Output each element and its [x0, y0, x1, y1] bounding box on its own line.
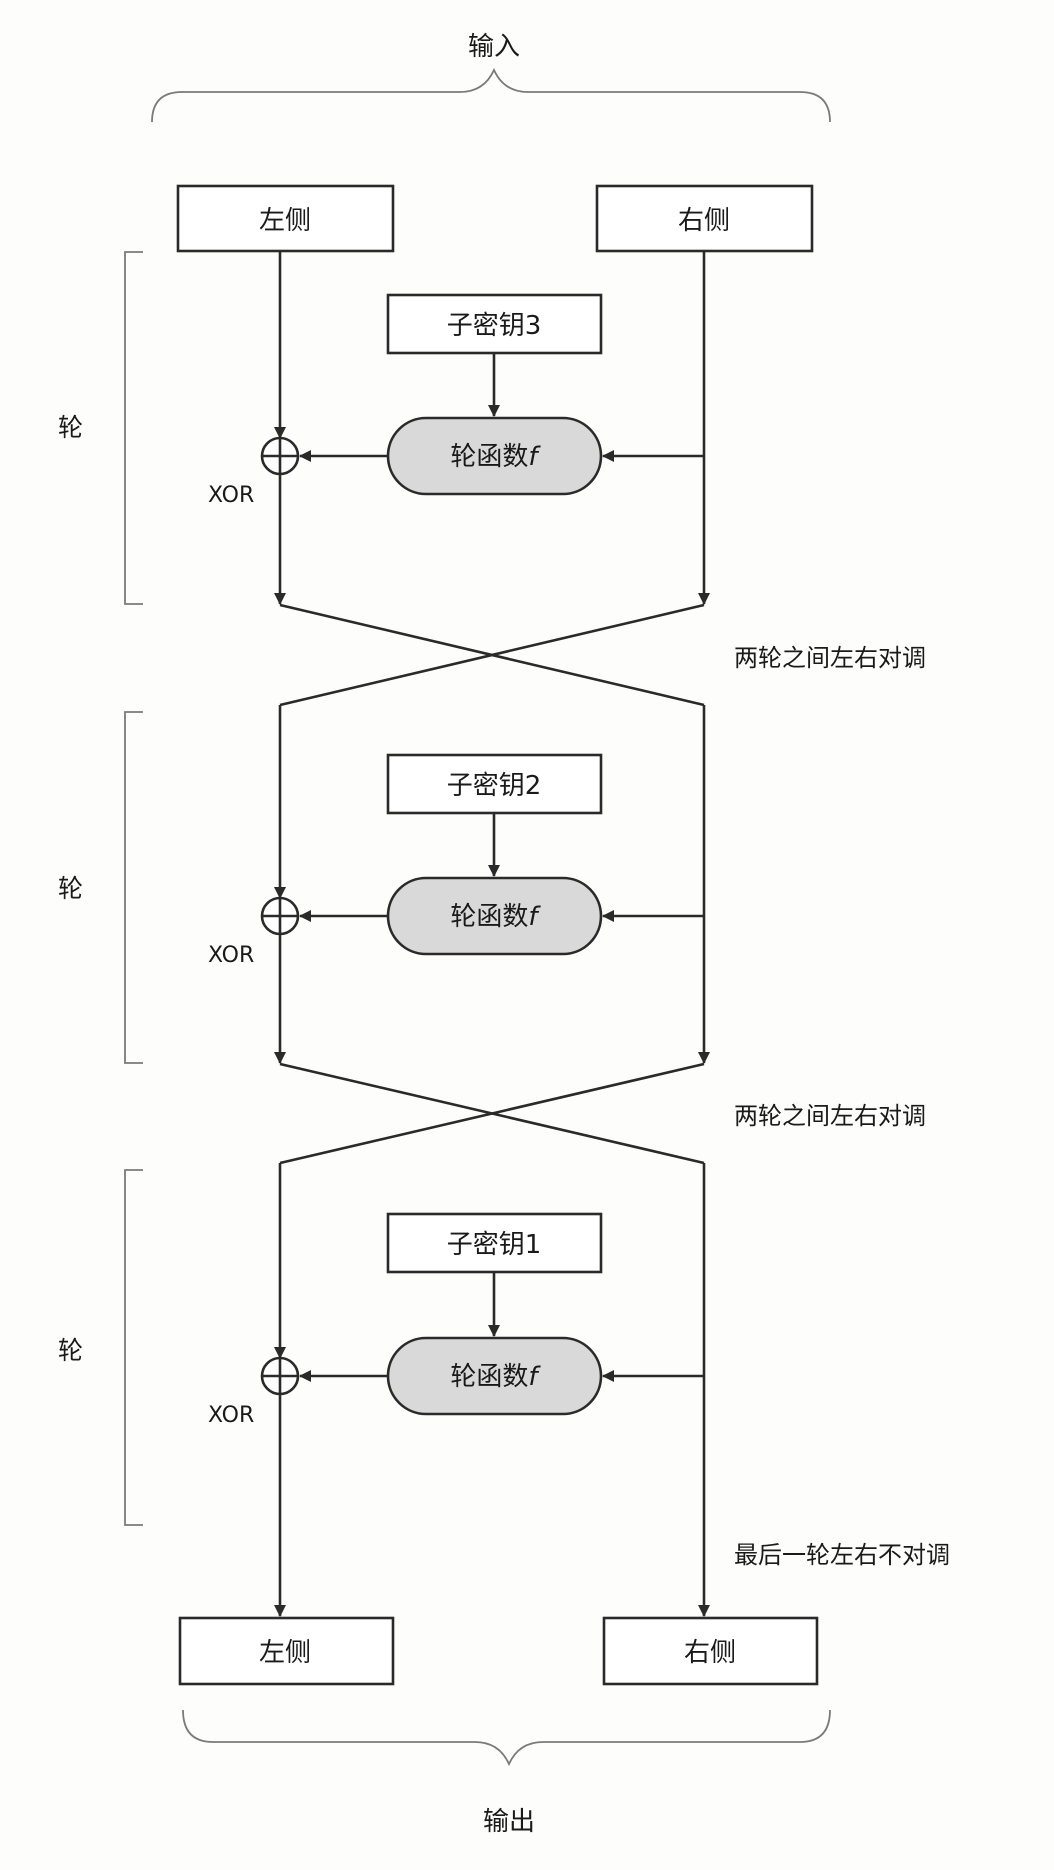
round-2-label: 轮: [58, 874, 83, 903]
round-3-subkey-label: 子密钥1: [447, 1230, 542, 1260]
round-1-function-label: 轮函数f: [450, 442, 541, 472]
output-left-label: 左侧: [259, 1638, 311, 1668]
round-3-xor-label: XOR: [208, 1403, 254, 1428]
input-label: 输入: [468, 32, 520, 62]
round-1-bracket: [124, 251, 143, 605]
input-right-label: 右侧: [678, 206, 730, 236]
input-brace: [151, 67, 831, 123]
input-left-box: [176, 184, 395, 253]
round-2-function-label: 轮函数f: [450, 902, 541, 932]
round-1-label: 轮: [58, 413, 83, 442]
round-3-function-label: 轮函数f: [450, 1362, 541, 1392]
swap-note-2: 两轮之间左右对调: [734, 1102, 926, 1130]
output-right-label: 右侧: [684, 1638, 736, 1668]
swap-1-line-b: [279, 603, 705, 707]
round-1-xor-label: XOR: [208, 483, 254, 508]
final-note: 最后一轮左右不对调: [734, 1541, 950, 1569]
input-right-box: [595, 184, 814, 253]
round-1-subkey-label: 子密钥3: [447, 311, 542, 341]
output-right-box: [602, 1616, 819, 1686]
round-2-bracket: [124, 711, 143, 1064]
input-left-label: 左侧: [259, 206, 311, 236]
output-label: 输出: [483, 1807, 535, 1837]
output-left-box: [178, 1616, 395, 1686]
round-3-label: 轮: [58, 1336, 83, 1365]
swap-note-1: 两轮之间左右对调: [734, 644, 926, 672]
round-2-subkey-label: 子密钥2: [447, 771, 542, 801]
round-2-subkey-box: [386, 753, 603, 815]
round-2-xor-label: XOR: [208, 943, 254, 968]
output-brace: [182, 1709, 831, 1767]
round-3-bracket: [124, 1169, 143, 1526]
swap-2-line-b: [279, 1062, 705, 1165]
